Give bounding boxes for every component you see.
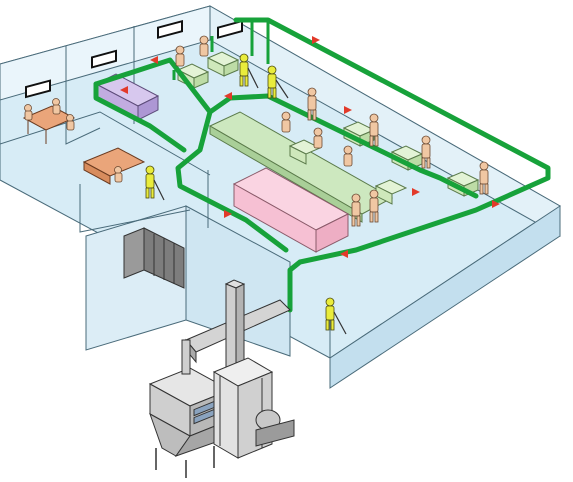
collector-riser-pipe bbox=[182, 340, 190, 374]
exhaust-fan-icon bbox=[256, 410, 294, 446]
